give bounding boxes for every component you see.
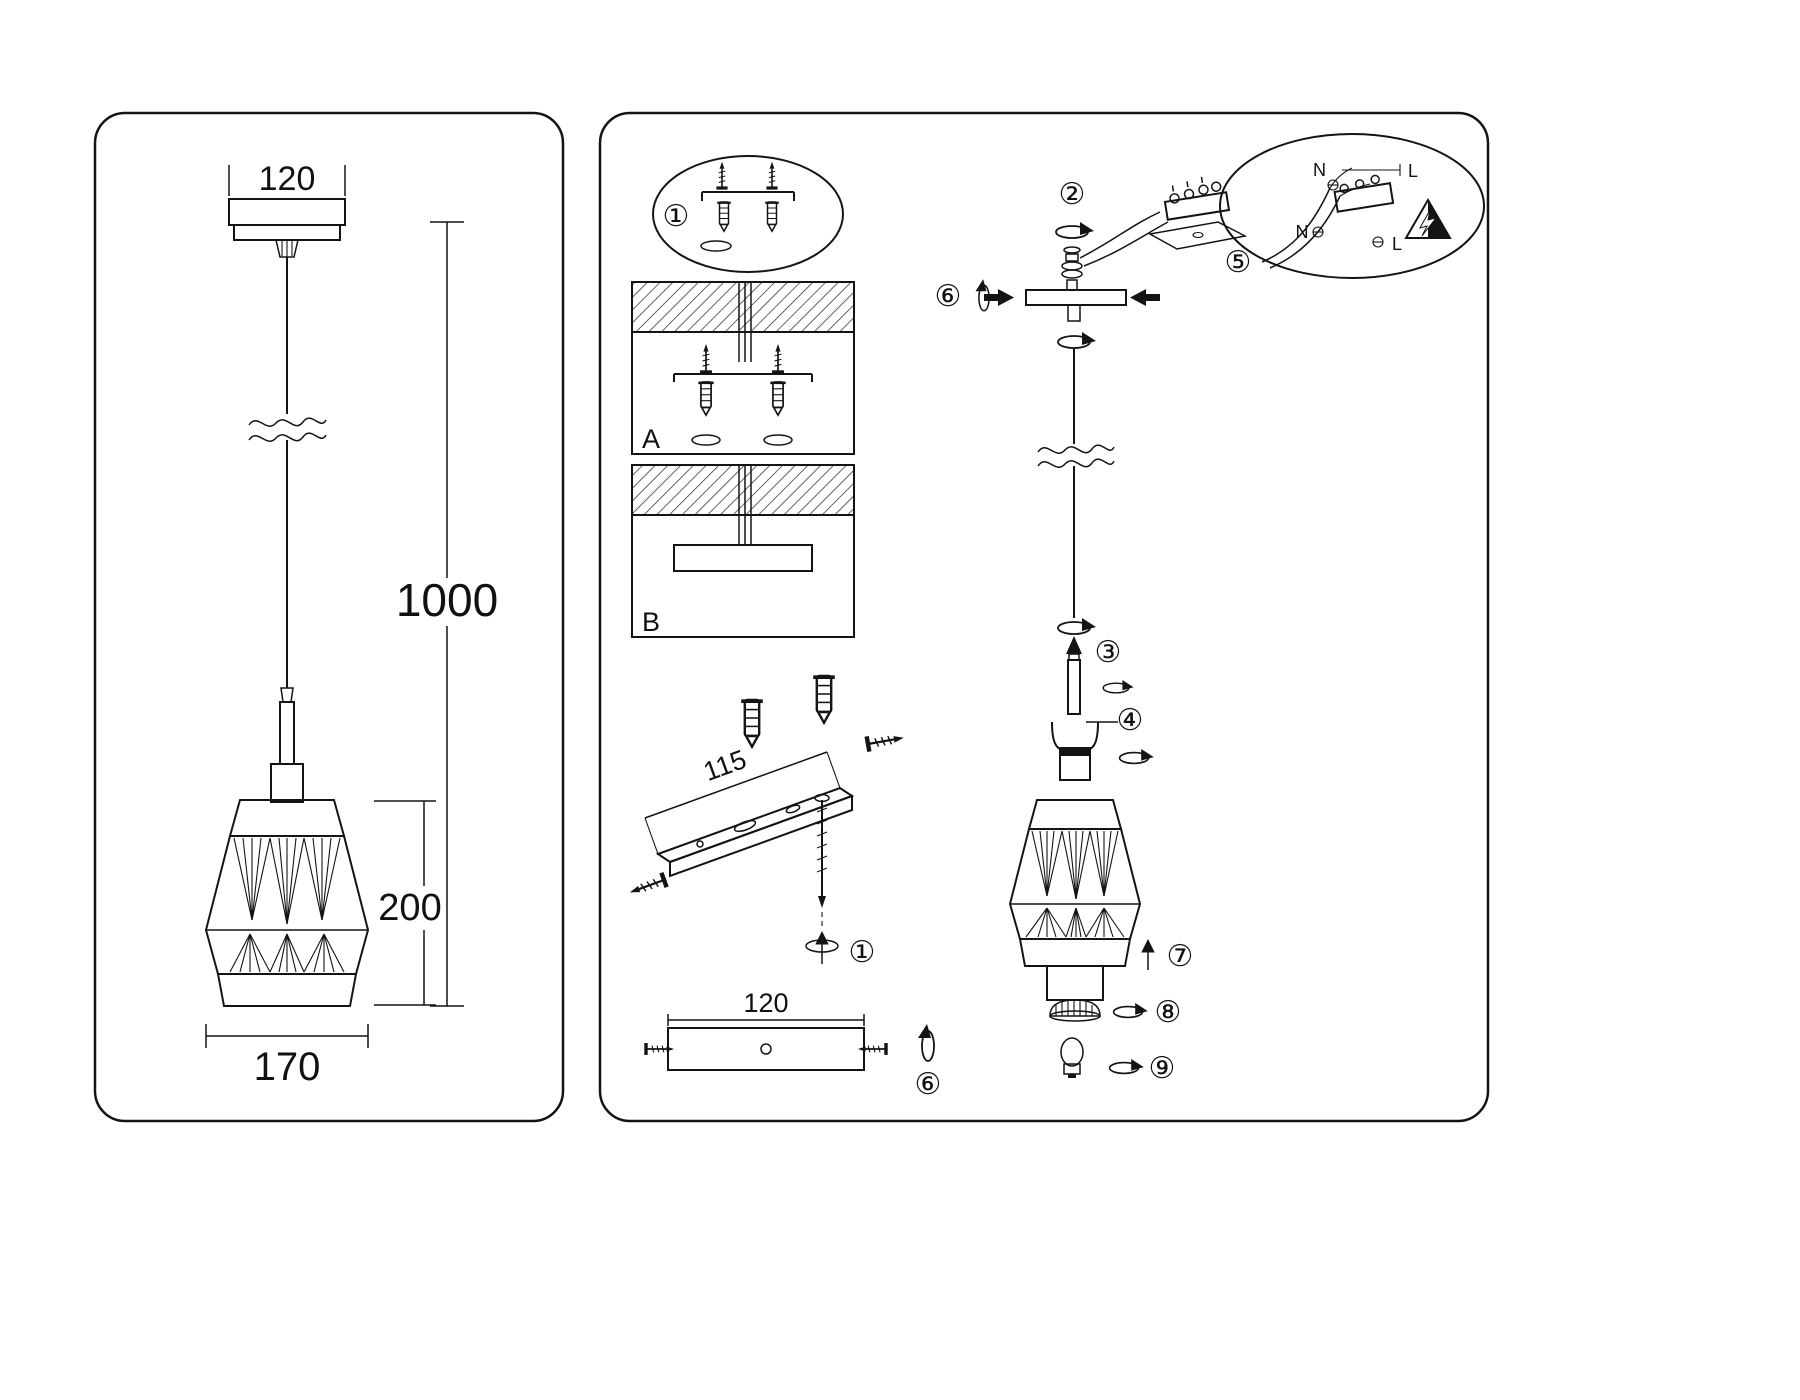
step-4-marker: ④ <box>1117 703 1144 738</box>
shade-facets-lower <box>229 933 345 973</box>
right-panel: ① A <box>598 111 1490 1123</box>
step-8-marker: ⑧ <box>1155 995 1182 1030</box>
left-panel: 120 1000 <box>93 111 565 1123</box>
rotate-icon <box>1057 331 1097 349</box>
step-2-marker: ② <box>1059 177 1086 212</box>
rotate-icon <box>1118 748 1155 765</box>
dim-bracket-length-label: 115 <box>700 744 751 787</box>
plate-side-view: ⑥ <box>935 278 1160 314</box>
dim-shade-width-label: 170 <box>254 1045 321 1089</box>
option-a-label: A <box>642 424 660 454</box>
step-6-marker-assembly: ⑥ <box>935 279 962 314</box>
wiring-line-bottom-label: L <box>1392 234 1402 254</box>
cable-break-upper <box>248 417 327 427</box>
shade-bottom-band <box>216 973 358 1007</box>
dim-cable-length: 1000 <box>396 221 498 1007</box>
shade-top-band <box>228 799 346 837</box>
rotate-icon <box>1102 679 1135 694</box>
step-1-marker: ① <box>663 199 690 234</box>
wall-plug-icon <box>739 698 765 749</box>
cable-break-lower <box>248 432 327 442</box>
wall-plug-icon <box>764 200 780 233</box>
wall-plug-icon <box>697 380 715 417</box>
threaded-stud <box>1067 304 1081 322</box>
screw-vertical <box>805 793 839 964</box>
wall-plug-icon <box>716 200 732 233</box>
dim-canopy-width: 120 <box>228 160 346 198</box>
mounting-option-b: B <box>631 464 855 638</box>
wiring-line-top-label: L <box>1408 161 1418 181</box>
dim-shade-height: 200 <box>374 800 442 1006</box>
diffuser-ring <box>1049 999 1101 1022</box>
step-7-marker: ⑦ <box>1167 939 1194 974</box>
assembly-cable <box>1037 348 1115 618</box>
screw-icon <box>770 342 786 374</box>
shade-facets-upper <box>233 837 341 925</box>
dim-plate-width-label: 120 <box>743 988 788 1018</box>
rotate-icon <box>917 1023 935 1062</box>
wiring-zoom: N L N L <box>1219 133 1485 279</box>
option-b-label: B <box>642 607 660 637</box>
wall-plug-icon <box>811 674 837 725</box>
suspension-tube <box>1067 659 1081 715</box>
right-panel-border <box>598 111 1490 1123</box>
bulb-icon <box>1060 1037 1084 1078</box>
screw-icon <box>644 1041 676 1057</box>
screw-icon <box>714 160 730 190</box>
rotate-icon <box>1057 617 1097 635</box>
screw-icon <box>698 342 714 374</box>
ceiling-canopy <box>228 198 346 258</box>
screw-icon <box>764 160 780 190</box>
dim-canopy-width-label: 120 <box>259 160 316 198</box>
dim-shade-width: 170 <box>205 1024 369 1089</box>
wiring-neutral-bottom-label: N <box>1296 222 1309 242</box>
rotate-icon <box>1055 221 1095 239</box>
lamp-shade <box>204 799 370 1007</box>
assembly-sequence: ② <box>935 133 1485 1086</box>
screw-icon <box>627 873 666 900</box>
electric-warning-icon <box>1404 198 1452 239</box>
fastener-stack <box>1061 246 1083 291</box>
supply-wires <box>1079 211 1169 267</box>
lamp-holder <box>270 687 304 803</box>
assembly-shade <box>1008 799 1142 967</box>
step-1-marker-bracket: ① <box>849 935 876 970</box>
rotate-icon <box>1112 1002 1149 1019</box>
suspension-cable <box>248 257 327 688</box>
rotate-icon <box>1108 1058 1145 1075</box>
screw-icon <box>856 1041 888 1057</box>
terminal-block <box>1147 176 1248 250</box>
dim-cable-length-label: 1000 <box>396 574 498 626</box>
mounting-option-a: A <box>631 281 855 455</box>
step-6-marker-plate: ⑥ <box>915 1067 942 1102</box>
wiring-neutral-top-label: N <box>1313 160 1326 180</box>
dim-shade-height-label: 200 <box>378 887 441 929</box>
inner-sleeve <box>1046 965 1104 1001</box>
step-3-marker: ③ <box>1095 635 1122 670</box>
mounting-plate-front: 120 ⑥ <box>644 988 942 1102</box>
left-panel-border <box>93 111 565 1123</box>
mounting-bracket-iso: 115 <box>627 674 905 970</box>
wall-plug-icon <box>769 380 787 417</box>
step1-hardware-ellipse: ① <box>652 155 844 273</box>
socket-assembly <box>1051 721 1099 781</box>
cord-grip <box>1066 636 1082 661</box>
screw-icon <box>867 730 905 751</box>
step-9-marker: ⑨ <box>1149 1051 1176 1086</box>
